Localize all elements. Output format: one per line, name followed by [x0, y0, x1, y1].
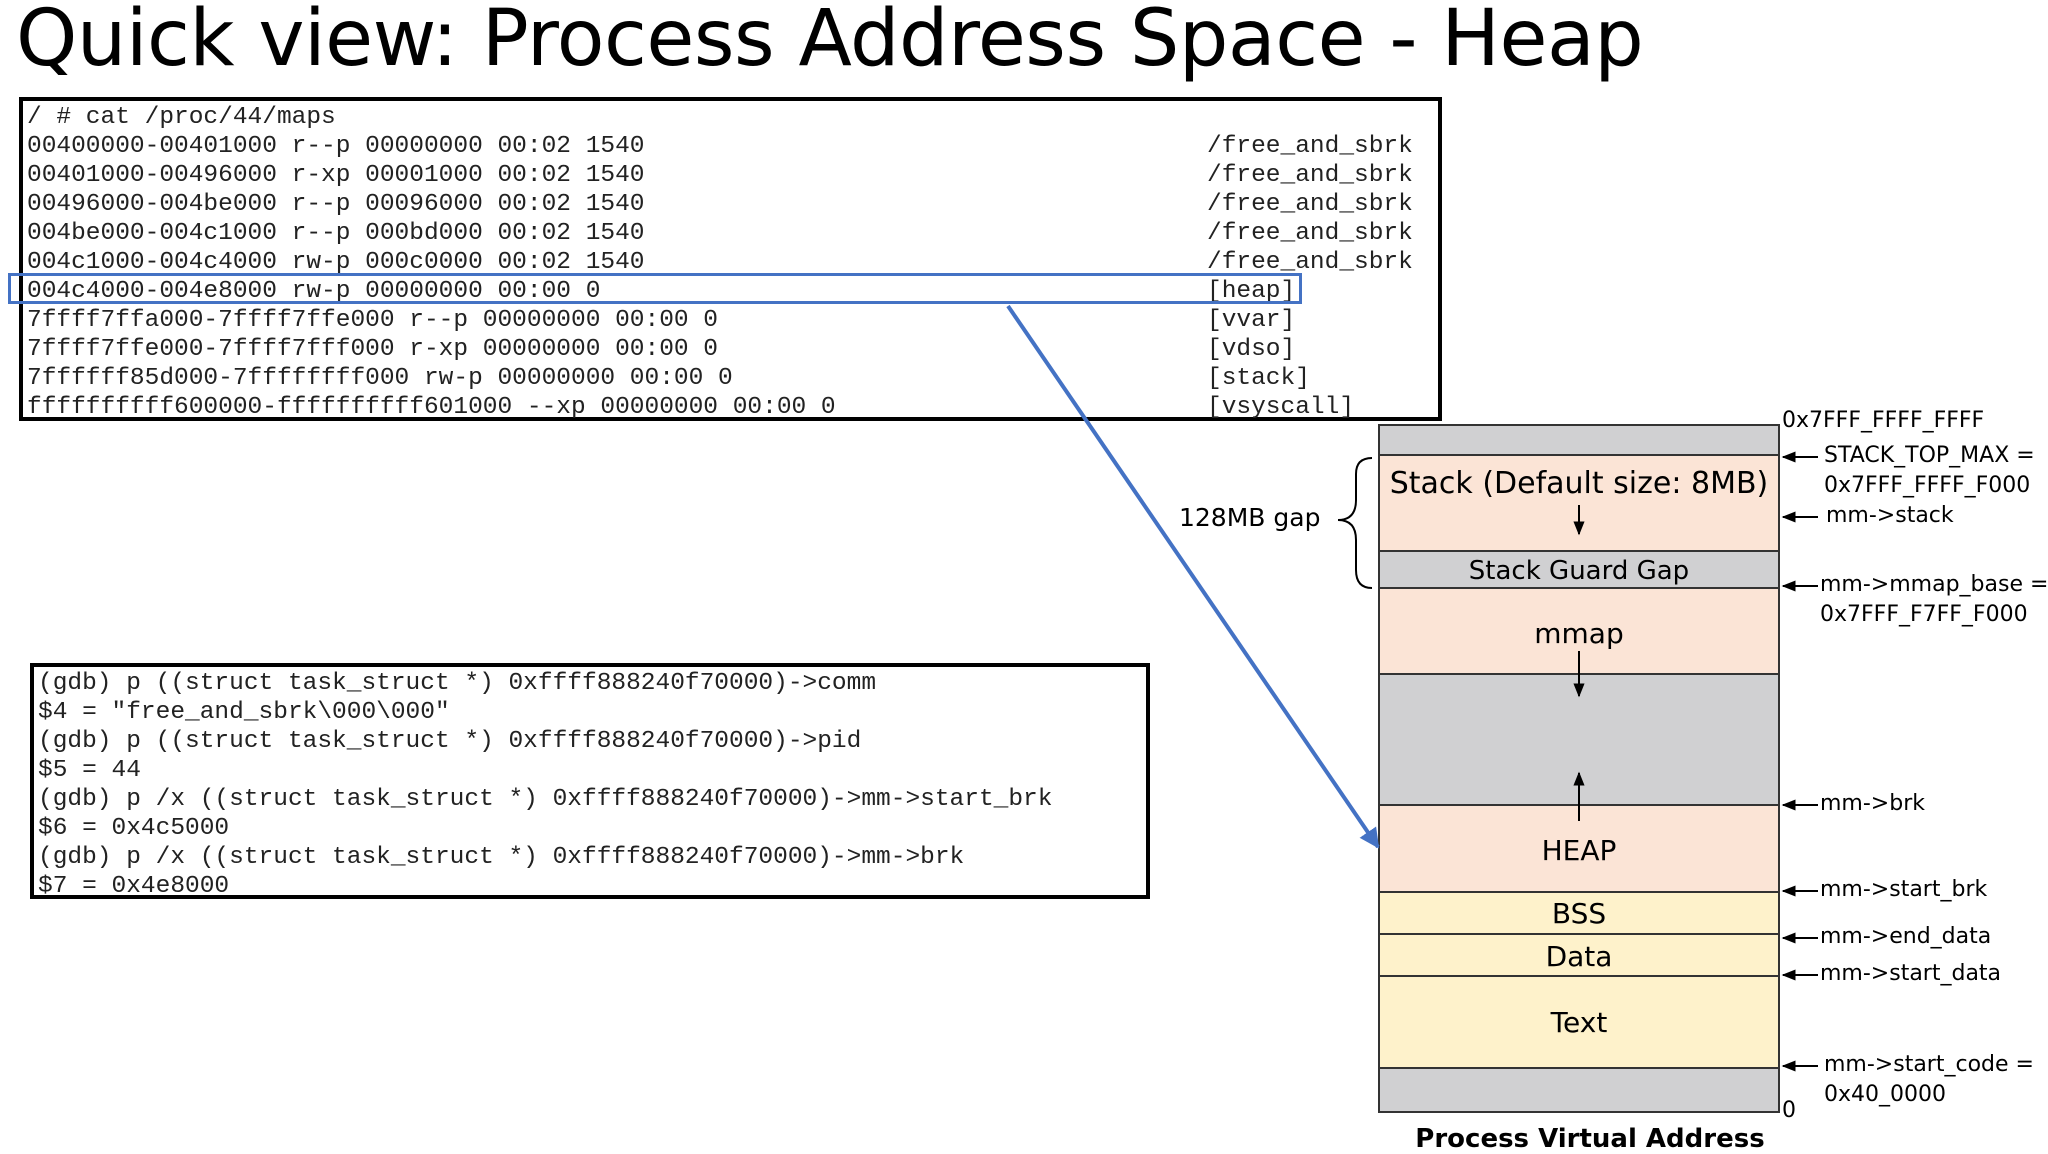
- bss-label: BSS: [1551, 897, 1607, 930]
- gdb-line: $4 = "free_and_sbrk\000\000": [38, 699, 450, 726]
- gdb-line: $5 = 44: [38, 757, 141, 784]
- maps-line: 7ffffff85d000-7ffffffff000 rw-p 00000000…: [27, 364, 1310, 393]
- maps-line-path: /free_and_sbrk: [1207, 191, 1413, 218]
- maps-line-text: ffffffffff600000-ffffffffff601000 --xp 0…: [27, 394, 836, 421]
- gap-brace: [1337, 457, 1373, 589]
- maps-line: 7ffff7ffa000-7ffff7ffe000 r--p 00000000 …: [27, 306, 1295, 335]
- maps-line-path: /free_and_sbrk: [1207, 133, 1413, 160]
- maps-terminal-output: / # cat /proc/44/maps 00400000-00401000 …: [19, 97, 1442, 421]
- gdb-line: (gdb) p /x ((struct task_struct *) 0xfff…: [38, 844, 965, 871]
- maps-line-text: 7ffffff85d000-7ffffffff000 rw-p 00000000…: [27, 365, 733, 392]
- gap-label: 128MB gap: [1179, 503, 1321, 532]
- maps-line-path: /free_and_sbrk: [1207, 162, 1413, 189]
- stack-top-max-value: 0x7FFF_FFFF_F000: [1824, 473, 2031, 498]
- maps-line-path: [stack]: [1207, 365, 1310, 392]
- mmap-base-value: 0x7FFF_F7FF_F000: [1820, 602, 2028, 627]
- heap-line-highlight: [8, 273, 1302, 304]
- maps-line-text: 004be000-004c1000 r--p 000bd000 00:02 15…: [27, 220, 645, 247]
- slide-title: Quick view: Process Address Space - Heap: [16, 0, 1644, 84]
- start-data-label: mm->start_data: [1820, 961, 2002, 986]
- maps-line-text: 00400000-00401000 r--p 00000000 00:02 15…: [27, 133, 645, 160]
- maps-line: ffffffffff600000-ffffffffff601000 --xp 0…: [27, 393, 1354, 422]
- maps-line-path: [vdso]: [1207, 336, 1296, 363]
- segment-text: [1378, 975, 1780, 1069]
- maps-line-heap: 004c4000-004e8000 rw-p 00000000 00:00 0 […: [27, 277, 1295, 306]
- mmap-label: mmap: [1534, 617, 1624, 650]
- stack-label: Stack (Default size: 8MB): [1389, 466, 1769, 501]
- heap-mapping-arrow: [1006, 304, 1380, 849]
- maps-line-text: 00496000-004be000 r--p 00096000 00:02 15…: [27, 191, 645, 218]
- gdb-line: (gdb) p /x ((struct task_struct *) 0xfff…: [38, 786, 1053, 813]
- maps-line-path: [vvar]: [1207, 307, 1296, 334]
- maps-line-path: [vsyscall]: [1207, 394, 1355, 421]
- stack-guard-gap-label: Stack Guard Gap: [1468, 556, 1690, 586]
- maps-line: 7ffff7ffe000-7ffff7fff000 r-xp 00000000 …: [27, 335, 1295, 364]
- maps-line: 004c1000-004c4000 rw-p 000c0000 00:02 15…: [27, 248, 1413, 277]
- end-data-label: mm->end_data: [1820, 924, 1992, 949]
- maps-line-text: 7ffff7ffa000-7ffff7ffe000 r--p 00000000 …: [27, 307, 719, 334]
- gdb-line: (gdb) p ((struct task_struct *) 0xffff88…: [38, 670, 877, 697]
- mm-stack-label: mm->stack: [1826, 503, 1954, 528]
- maps-line-text: 004c4000-004e8000 rw-p 00000000 00:00 0: [27, 278, 601, 305]
- gdb-line: $6 = 0x4c5000: [38, 815, 230, 842]
- segment-bottom-reserved: [1378, 1067, 1780, 1113]
- gdb-terminal-output: (gdb) p ((struct task_struct *) 0xffff88…: [30, 663, 1150, 900]
- data-label: Data: [1545, 940, 1613, 973]
- mmap-base-label: mm->mmap_base =: [1820, 572, 2048, 597]
- maps-line-text: 004c1000-004c4000 rw-p 000c0000 00:02 15…: [27, 249, 645, 276]
- top-address-label: 0x7FFF_FFFF_FFFF: [1782, 408, 1985, 433]
- segment-top-reserved: [1378, 424, 1780, 456]
- maps-line: 00401000-00496000 r-xp 00001000 00:02 15…: [27, 161, 1413, 190]
- stack-top-max-label: STACK_TOP_MAX =: [1824, 443, 2035, 468]
- gdb-line: $7 = 0x4e8000: [38, 873, 230, 900]
- bottom-address-label: 0: [1782, 1098, 1796, 1123]
- heap-label: HEAP: [1541, 834, 1617, 867]
- gdb-line: (gdb) p ((struct task_struct *) 0xffff88…: [38, 728, 862, 755]
- maps-line-path: /free_and_sbrk: [1207, 249, 1413, 276]
- start-code-label: mm->start_code =: [1824, 1052, 2034, 1077]
- maps-command: / # cat /proc/44/maps: [27, 104, 336, 131]
- brk-label: mm->brk: [1820, 791, 1925, 816]
- diagram-caption: Process Virtual Address: [1415, 1124, 1765, 1154]
- maps-line: 00400000-00401000 r--p 00000000 00:02 15…: [27, 132, 1413, 161]
- segment-stack-guard-gap: [1378, 550, 1780, 589]
- maps-line-text: 7ffff7ffe000-7ffff7fff000 r-xp 00000000 …: [27, 336, 719, 363]
- start-code-value: 0x40_0000: [1824, 1082, 1946, 1107]
- start-brk-label: mm->start_brk: [1820, 877, 1988, 902]
- maps-line-path: [heap]: [1207, 278, 1296, 305]
- maps-line: 004be000-004c1000 r--p 000bd000 00:02 15…: [27, 219, 1413, 248]
- maps-line-text: 00401000-00496000 r-xp 00001000 00:02 15…: [27, 162, 645, 189]
- segment-data: [1378, 933, 1780, 977]
- text-label: Text: [1550, 1006, 1608, 1039]
- maps-line-path: /free_and_sbrk: [1207, 220, 1413, 247]
- segment-bss: [1378, 891, 1780, 935]
- maps-line: 00496000-004be000 r--p 00096000 00:02 15…: [27, 190, 1413, 219]
